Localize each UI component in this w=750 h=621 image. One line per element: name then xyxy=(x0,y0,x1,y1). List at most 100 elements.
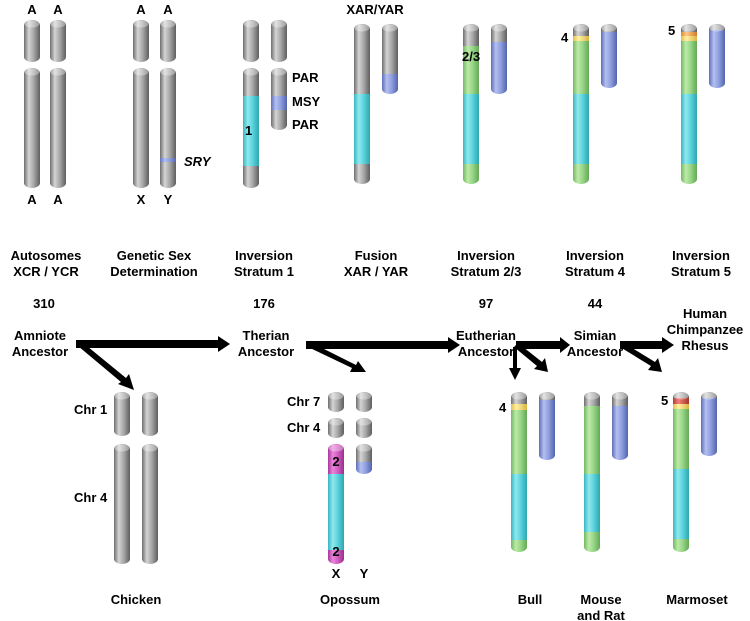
stratum-4-label: 4 xyxy=(561,30,569,45)
arrow-eutherian-simian xyxy=(516,337,570,353)
stratum-1-label: 1 xyxy=(245,123,252,138)
y-chromosome-msy xyxy=(271,68,287,130)
arrow-eutherian-bull xyxy=(509,347,521,380)
y-chromosome-stratum-23 xyxy=(491,24,507,94)
chr7-label: Chr 7 xyxy=(287,394,320,409)
chr1-label: Chr 1 xyxy=(74,402,107,417)
chicken-chr1 xyxy=(142,392,158,436)
opossum-y-chromosome xyxy=(356,444,372,474)
stage-fusion-line2: XAR / YAR xyxy=(344,264,409,279)
x-chromosome-stratum-5 xyxy=(681,24,697,184)
species-opossum: Opossum xyxy=(320,592,380,607)
stage-autosomes-line2: XCR / YCR xyxy=(13,264,79,279)
node-eutherian-line1: Eutherian xyxy=(456,328,516,343)
x-chromosome-short-arm xyxy=(133,20,149,62)
time-label: 97 xyxy=(479,296,493,311)
stage-gsd-line1: Genetic Sex xyxy=(117,248,192,263)
marmoset-x-chromosome xyxy=(673,392,689,552)
node-therian-line1: Therian xyxy=(243,328,290,343)
chr4-label: Chr 4 xyxy=(287,420,321,435)
species-mouse-line2: and Rat xyxy=(577,608,625,621)
opossum-stratum-2-label: 2 xyxy=(332,544,339,559)
arrow-therian-opossum xyxy=(308,343,366,372)
node-simian-line2: Ancestor xyxy=(567,344,623,359)
arrow-therian-eutherian xyxy=(306,337,460,353)
y-chromosome-stratum-4 xyxy=(601,24,617,88)
node-amniote-line1: Amniote xyxy=(14,328,66,343)
opossum-y-label: Y xyxy=(360,566,369,581)
marmoset-stratum-5-label: 5 xyxy=(661,393,668,408)
opossum-x-label: X xyxy=(332,566,341,581)
stage-stratum1-line1: Inversion xyxy=(235,248,293,263)
autosome-label: A xyxy=(53,2,63,17)
autosome-label: A xyxy=(53,192,63,207)
node-therian-line2: Ancestor xyxy=(238,344,294,359)
node-human-line3: Rhesus xyxy=(682,338,729,353)
bull-stratum-4-label: 4 xyxy=(499,400,507,415)
autosome-label: A xyxy=(163,2,173,17)
stage-stratum4-line2: Stratum 4 xyxy=(565,264,626,279)
stage-stratum5-line2: Stratum 5 xyxy=(671,264,731,279)
msy-label: MSY xyxy=(292,94,321,109)
x-chromosome-stratum-4 xyxy=(573,24,589,184)
bull-x-chromosome xyxy=(511,392,527,552)
evolution-arrows xyxy=(76,336,674,390)
stage-stratum23-line2: Stratum 2/3 xyxy=(451,264,522,279)
opossum-x-chromosome xyxy=(328,444,344,564)
stage-stratum4-line1: Inversion xyxy=(566,248,624,263)
top-row-labels: A A A A A A X Y SRY PAR MSY PAR 1 XAR/YA… xyxy=(27,2,675,207)
stage-stratum5-line1: Inversion xyxy=(672,248,730,263)
stratum-5-label: 5 xyxy=(668,23,675,38)
species-bull: Bull xyxy=(518,592,543,607)
time-label: 310 xyxy=(33,296,55,311)
node-amniote-line2: Ancestor xyxy=(12,344,68,359)
autosome-chromosome xyxy=(50,68,66,188)
xar-yar-title: XAR/YAR xyxy=(346,2,404,17)
marmoset-y-chromosome xyxy=(701,392,717,456)
autosome-chromosome xyxy=(50,20,66,62)
opossum-chr7 xyxy=(328,392,344,412)
autosome-label: A xyxy=(27,192,37,207)
stage-stratum1-line2: Stratum 1 xyxy=(234,264,294,279)
chicken-chr4 xyxy=(114,444,130,564)
x-chromosome-short-arm xyxy=(243,20,259,62)
bull-y-chromosome xyxy=(539,392,555,460)
node-human-line2: Chimpanzee xyxy=(667,322,744,337)
y-chromosome-stratum-5 xyxy=(709,24,725,88)
opossum-chr4 xyxy=(328,418,344,438)
species-chicken: Chicken xyxy=(111,592,162,607)
time-label: 176 xyxy=(253,296,275,311)
stage-stratum23-line1: Inversion xyxy=(457,248,515,263)
node-human-line1: Human xyxy=(683,306,727,321)
opossum-stratum-2-label: 2 xyxy=(332,454,339,469)
chromosomes xyxy=(24,20,725,564)
y-chromosome-short-arm xyxy=(271,20,287,62)
par-label: PAR xyxy=(292,70,319,85)
bottom-row-labels: Chr 1 Chr 4 Chr 7 Chr 4 2 2 X Y 4 5 xyxy=(74,393,668,581)
autosome-chromosome xyxy=(24,68,40,188)
y-chromosome-label: Y xyxy=(164,192,173,207)
arrow-simian-marmoset xyxy=(620,343,662,372)
species-marmoset: Marmoset xyxy=(666,592,728,607)
species-mouse-line1: Mouse xyxy=(580,592,621,607)
x-chromosome-fusion xyxy=(354,24,370,184)
x-chromosome xyxy=(133,68,149,188)
y-chromosome-fusion xyxy=(382,24,398,94)
autosome-chromosome xyxy=(24,20,40,62)
stage-fusion-line1: Fusion xyxy=(355,248,398,263)
stage-autosomes-line1: Autosomes xyxy=(11,248,82,263)
chr4-label: Chr 4 xyxy=(74,490,108,505)
par-label: PAR xyxy=(292,117,319,132)
node-simian-line1: Simian xyxy=(574,328,617,343)
autosome-label: A xyxy=(27,2,37,17)
arrow-eutherian-mouse xyxy=(514,343,548,372)
x-chromosome-stratum-1 xyxy=(243,68,259,188)
autosome-label: A xyxy=(136,2,146,17)
time-label: 44 xyxy=(588,296,603,311)
opossum-chr7 xyxy=(356,392,372,412)
node-eutherian-line2: Ancestor xyxy=(458,344,514,359)
mouse-y-chromosome xyxy=(612,392,628,460)
chicken-chr4 xyxy=(142,444,158,564)
x-chromosome-label: X xyxy=(137,192,146,207)
